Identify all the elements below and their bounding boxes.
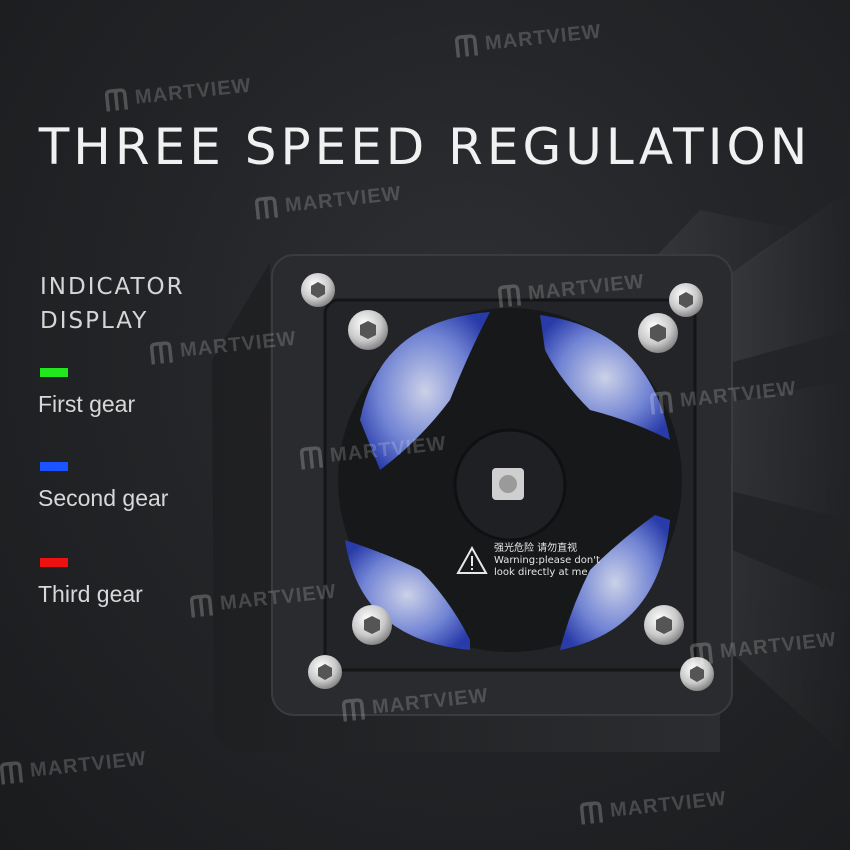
gear-first-swatch <box>40 368 68 377</box>
page-title: THREE SPEED REGULATION <box>38 118 812 176</box>
watermark: MARTVIEW <box>104 74 253 113</box>
watermark: MARTVIEW <box>189 580 338 619</box>
martview-logo-icon <box>341 697 366 723</box>
watermark: MARTVIEW <box>299 432 448 471</box>
gear-second-label: Second gear <box>38 485 169 511</box>
gear-second: Second gear <box>38 462 168 512</box>
gear-first: First gear <box>38 368 135 418</box>
martview-logo-icon <box>689 641 714 667</box>
gear-second-swatch <box>40 462 68 471</box>
watermark: MARTVIEW <box>0 747 148 786</box>
gear-third-swatch <box>40 558 68 567</box>
watermark: MARTVIEW <box>689 628 838 667</box>
martview-logo-icon <box>299 445 324 471</box>
indicator-title: INDICATOR DISPLAY <box>40 274 185 334</box>
watermark: MARTVIEW <box>454 20 603 59</box>
watermark: MARTVIEW <box>149 327 298 366</box>
watermark: MARTVIEW <box>579 787 728 826</box>
gear-third: Third gear <box>38 558 143 608</box>
martview-logo-icon <box>649 390 674 416</box>
martview-logo-icon <box>189 593 214 619</box>
watermark: MARTVIEW <box>254 182 403 221</box>
martview-logo-icon <box>579 800 604 826</box>
martview-logo-icon <box>0 760 24 786</box>
watermark: MARTVIEW <box>649 377 798 416</box>
watermark: MARTVIEW <box>497 270 646 309</box>
martview-logo-icon <box>497 283 522 309</box>
martview-logo-icon <box>149 340 174 366</box>
gear-third-label: Third gear <box>38 581 143 607</box>
watermark: MARTVIEW <box>341 684 490 723</box>
gear-first-label: First gear <box>38 391 136 417</box>
martview-logo-icon <box>254 195 279 221</box>
martview-logo-icon <box>104 87 129 113</box>
device-warning-label: 强光危险 请勿直视 Warning:please don't look dire… <box>494 543 600 578</box>
martview-logo-icon <box>454 33 479 59</box>
